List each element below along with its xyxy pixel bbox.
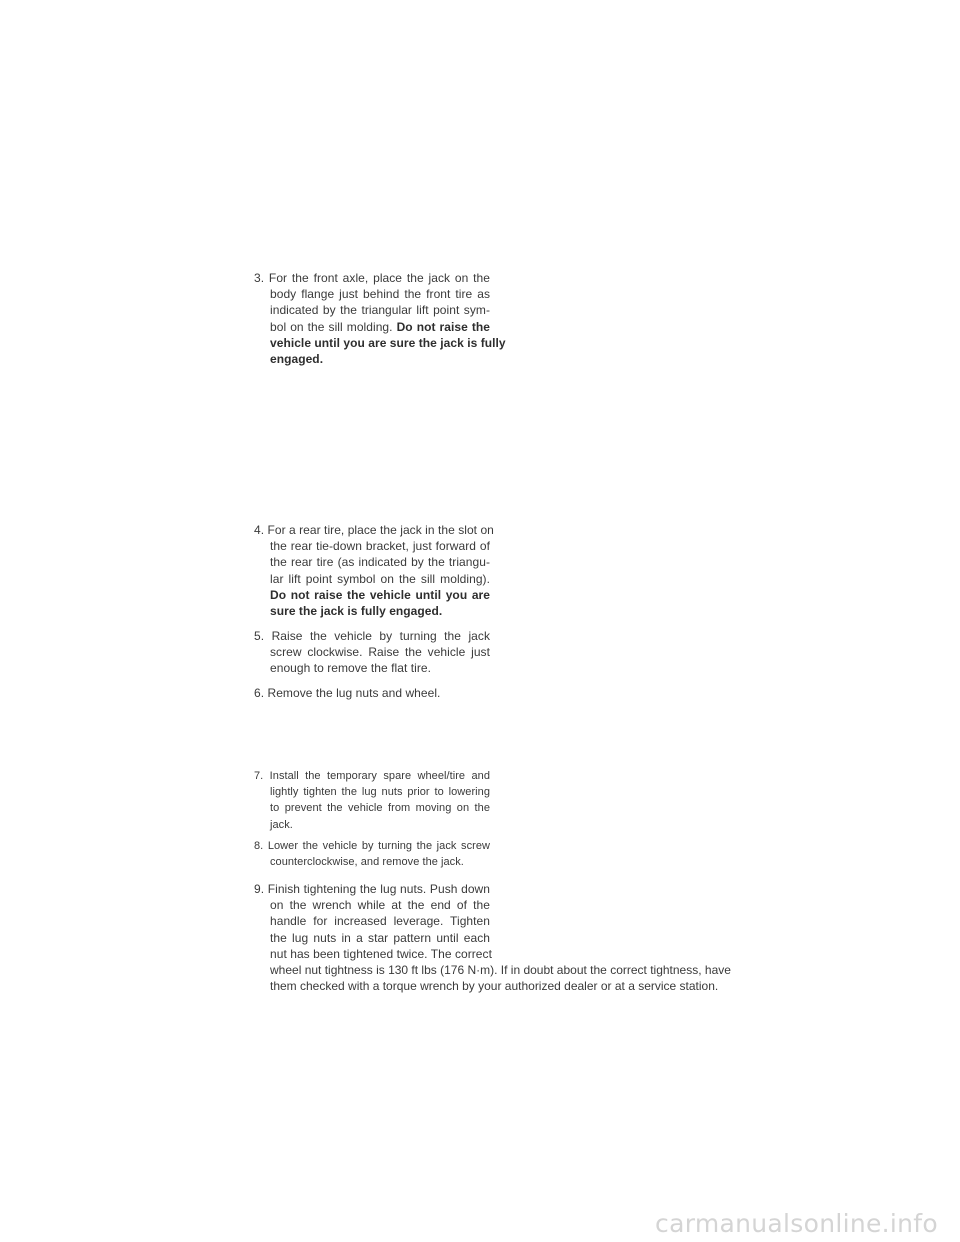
step-9-line-1: 9. Finish tightening the lug nuts. Push …	[254, 882, 490, 896]
step-5-line-3: enough to remove the flat tire.	[270, 661, 431, 676]
step-7-line-3: to prevent the vehicle from moving on th…	[270, 802, 490, 815]
step-9-line-5: nut has been tightened twice. The correc…	[270, 946, 492, 961]
step-9-line-6: wheel nut tightness is 130 ft lbs (176 N…	[270, 963, 731, 977]
step-4-line-1: 4. For a rear tire, place the jack in th…	[254, 523, 494, 537]
step-3-warning-line-2: engaged.	[270, 352, 324, 367]
step-3-line-1: 3. For the front axle, place the jack on…	[254, 271, 490, 285]
step-3: 3. For the front axle, place the jack on…	[254, 270, 506, 367]
step-3-line-2: body flange just behind the front tire a…	[270, 287, 490, 302]
step-6: 6. Remove the lug nuts and wheel.	[254, 685, 490, 701]
step-4: 4. For a rear tire, place the jack in th…	[254, 522, 494, 619]
step-7-line-4: jack.	[270, 818, 293, 831]
step-7-line-2: lightly tighten the lug nuts prior to lo…	[270, 786, 490, 799]
step-5-line-1: 5. Raise the vehicle by turning the jack	[254, 629, 490, 643]
step-5: 5. Raise the vehicle by turning the jack…	[254, 628, 490, 677]
step-9-line-3: handle for increased leverage. Tighten	[270, 914, 490, 929]
step-3-warning-inline: Do not raise the	[396, 319, 491, 334]
step-3-line-3: indicated by the triangular lift point s…	[270, 303, 490, 318]
step-7: 7. Install the temporary spare wheel/tir…	[254, 768, 490, 833]
step-9-line-2: on the wrench while at the end of the	[270, 898, 490, 913]
step-4-line-4: lar lift point symbol on the sill moldin…	[270, 571, 490, 586]
step-7-line-1: 7. Install the temporary spare wheel/tir…	[254, 770, 490, 782]
step-8-line-2: counterclockwise, and remove the jack.	[270, 856, 464, 869]
step-9-continuation: wheel nut tightness is 130 ft lbs (176 N…	[270, 962, 750, 994]
step-4-warning-line-1: Do not raise the vehicle until you are	[270, 587, 490, 602]
step-3-warning-line-1: vehicle until you are sure the jack is f…	[270, 335, 506, 350]
step-9-line-7: them checked with a torque wrench by you…	[270, 979, 719, 994]
step-4-warning-line-2: sure the jack is fully engaged.	[270, 604, 443, 619]
step-8-line-1: 8. Lower the vehicle by turning the jack…	[254, 840, 490, 852]
step-9-line-4: the lug nuts in a star pattern until eac…	[270, 930, 490, 945]
step-5-line-2: screw clockwise. Raise the vehicle just	[270, 645, 490, 660]
step-9: 9. Finish tightening the lug nuts. Push …	[254, 881, 492, 962]
step-3-line-4-text: bol on the sill molding.	[270, 319, 393, 334]
step-6-line-1: 6. Remove the lug nuts and wheel.	[254, 686, 441, 700]
step-8: 8. Lower the vehicle by turning the jack…	[254, 838, 490, 870]
step-3-line-4: bol on the sill molding. Do not raise th…	[254, 319, 490, 335]
watermark: carmanualsonline.info	[655, 1209, 938, 1238]
step-4-line-3: the rear tire (as indicated by the trian…	[270, 555, 490, 570]
step-4-line-2: the rear tie-down bracket, just forward …	[270, 539, 490, 554]
